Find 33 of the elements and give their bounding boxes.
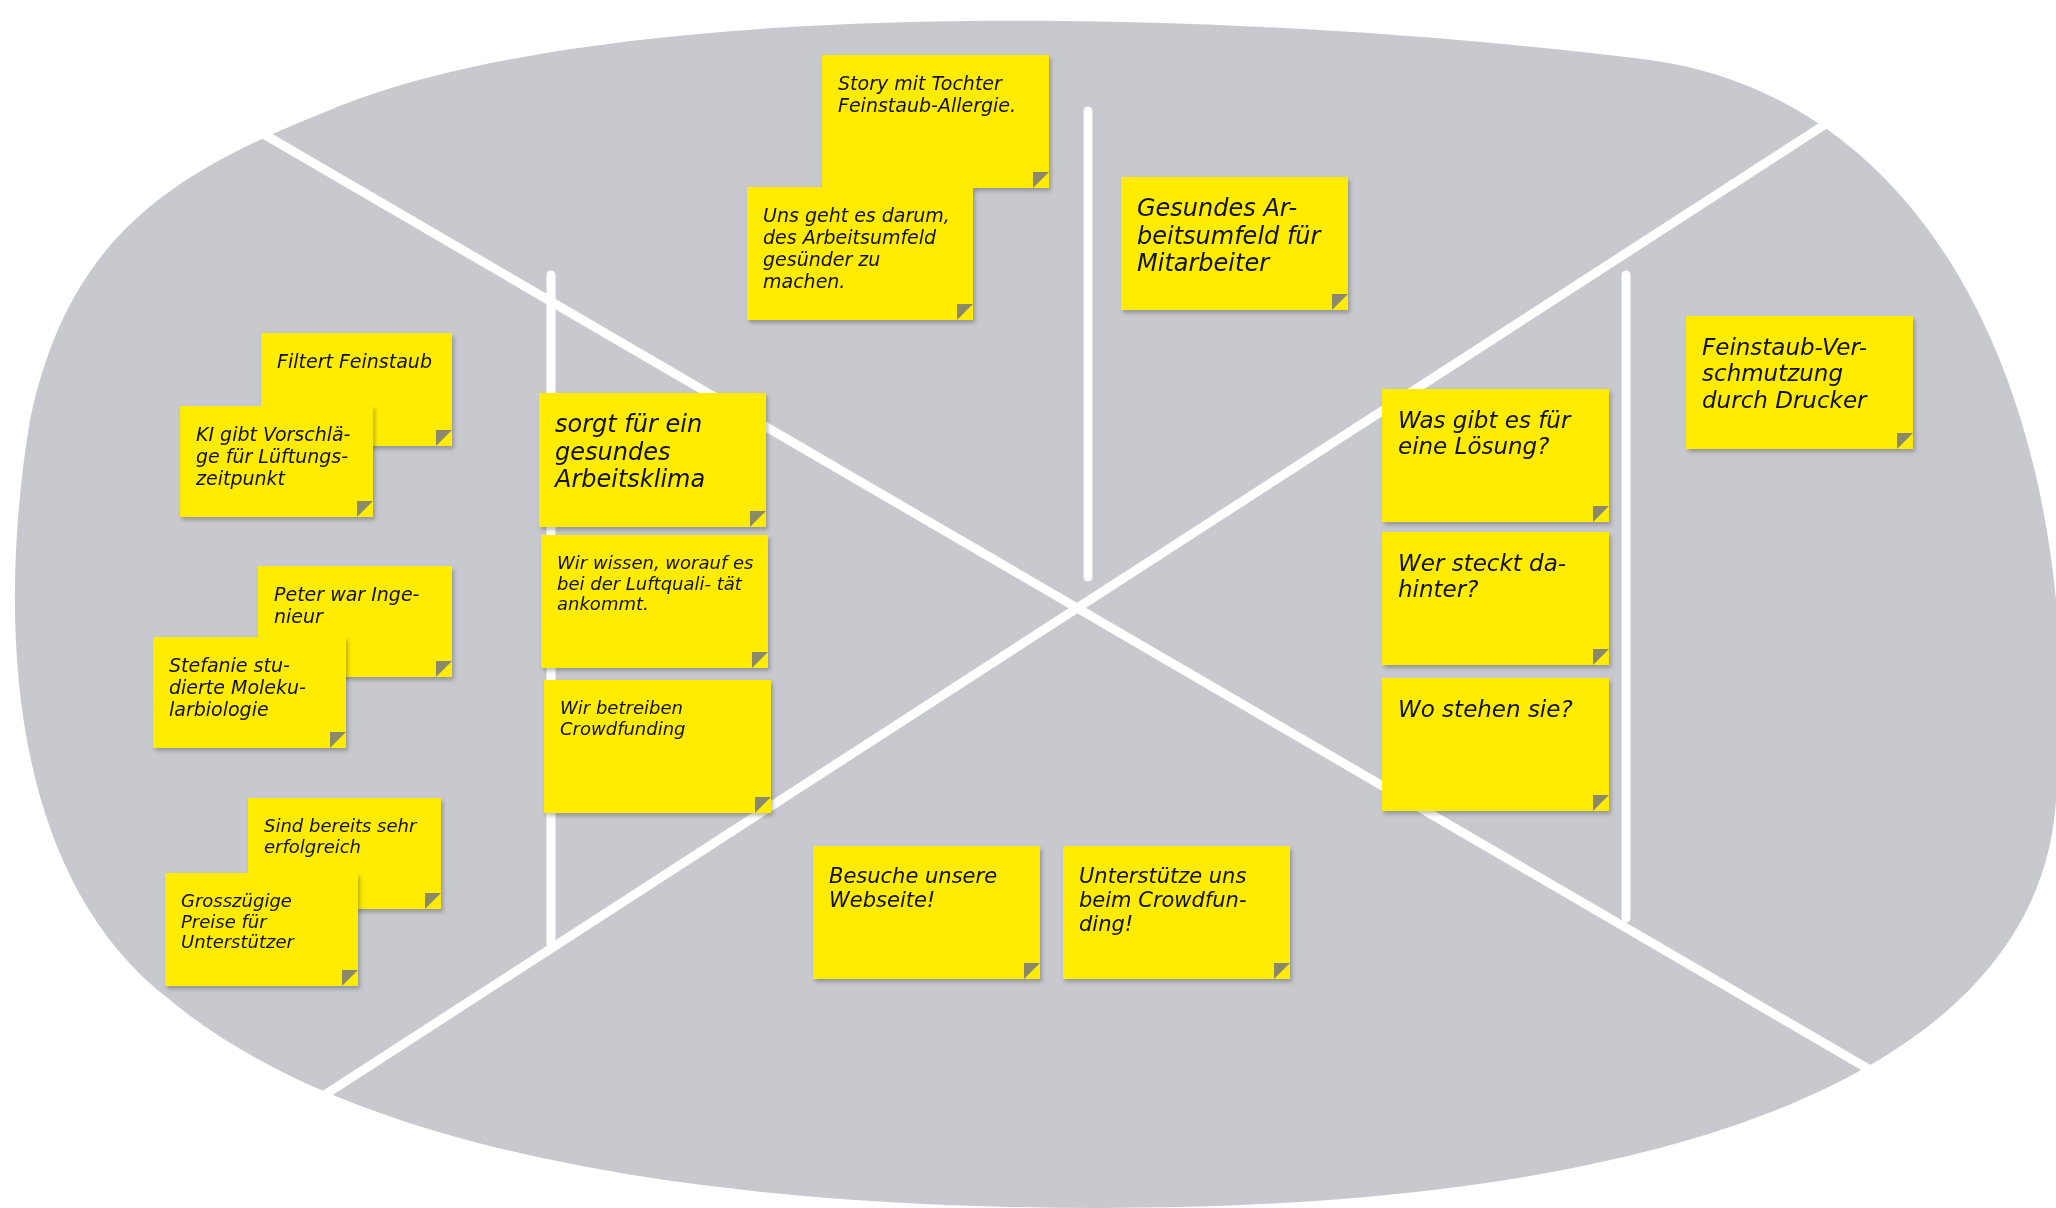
note-text: Unterstütze uns beim Crowdfun- ding! [1079, 864, 1248, 937]
note-text: Wir wissen, worauf es bei der Luftquali- tät ankommt. [557, 553, 754, 616]
sticky-note [1382, 389, 1609, 522]
sticky-note [1382, 532, 1609, 665]
note-text: Gesundes Ar- beitsumfeld für Mitarbeiter [1137, 195, 1323, 278]
note-text: Sind bereits sehr erfolgreich [264, 816, 419, 858]
note-text: sorgt für ein gesundes Arbeitsklima [555, 411, 707, 494]
sticky-note [544, 680, 771, 813]
note-text: Peter war Inge- nieur [274, 584, 421, 628]
sticky-note [165, 873, 358, 986]
note-text: Stefanie stu- dierte Moleku- larbiologie [169, 655, 307, 721]
note-text: Story mit Tochter Feinstaub-Allergie. [838, 73, 1017, 117]
sticky-note [813, 846, 1040, 979]
sticky-note [1382, 678, 1609, 811]
note-text: Wer steckt da- hinter? [1398, 550, 1568, 603]
note-text: Feinstaub-Ver- schmutzung durch Drucker [1702, 334, 1869, 414]
sticky-note [1121, 177, 1348, 310]
note-text: Grosszügige Preise für Unterstützer [181, 891, 296, 954]
note-text: Besuche unsere Webseite! [829, 864, 999, 913]
note-text: KI gibt Vorschlä- ge für Lüftungs- zeitpunkt [196, 424, 352, 490]
sticky-note [153, 637, 346, 748]
sticky-note [822, 55, 1049, 188]
sticky-note [180, 406, 373, 517]
sticky-note [1686, 316, 1913, 449]
note-text: Was gibt es für eine Lösung? [1398, 407, 1573, 460]
note-text: Uns geht es darum, des Arbeitsumfeld gesünder zu machen. [763, 205, 951, 293]
sticky-note [539, 393, 766, 527]
note-text: Wir betreiben Crowdfunding [560, 698, 687, 740]
sticky-note [541, 535, 768, 668]
note-text: Filtert Feinstaub [277, 351, 433, 373]
sticky-note [1063, 846, 1290, 979]
sticky-note [747, 187, 973, 320]
note-text: Wo stehen sie? [1398, 696, 1574, 723]
